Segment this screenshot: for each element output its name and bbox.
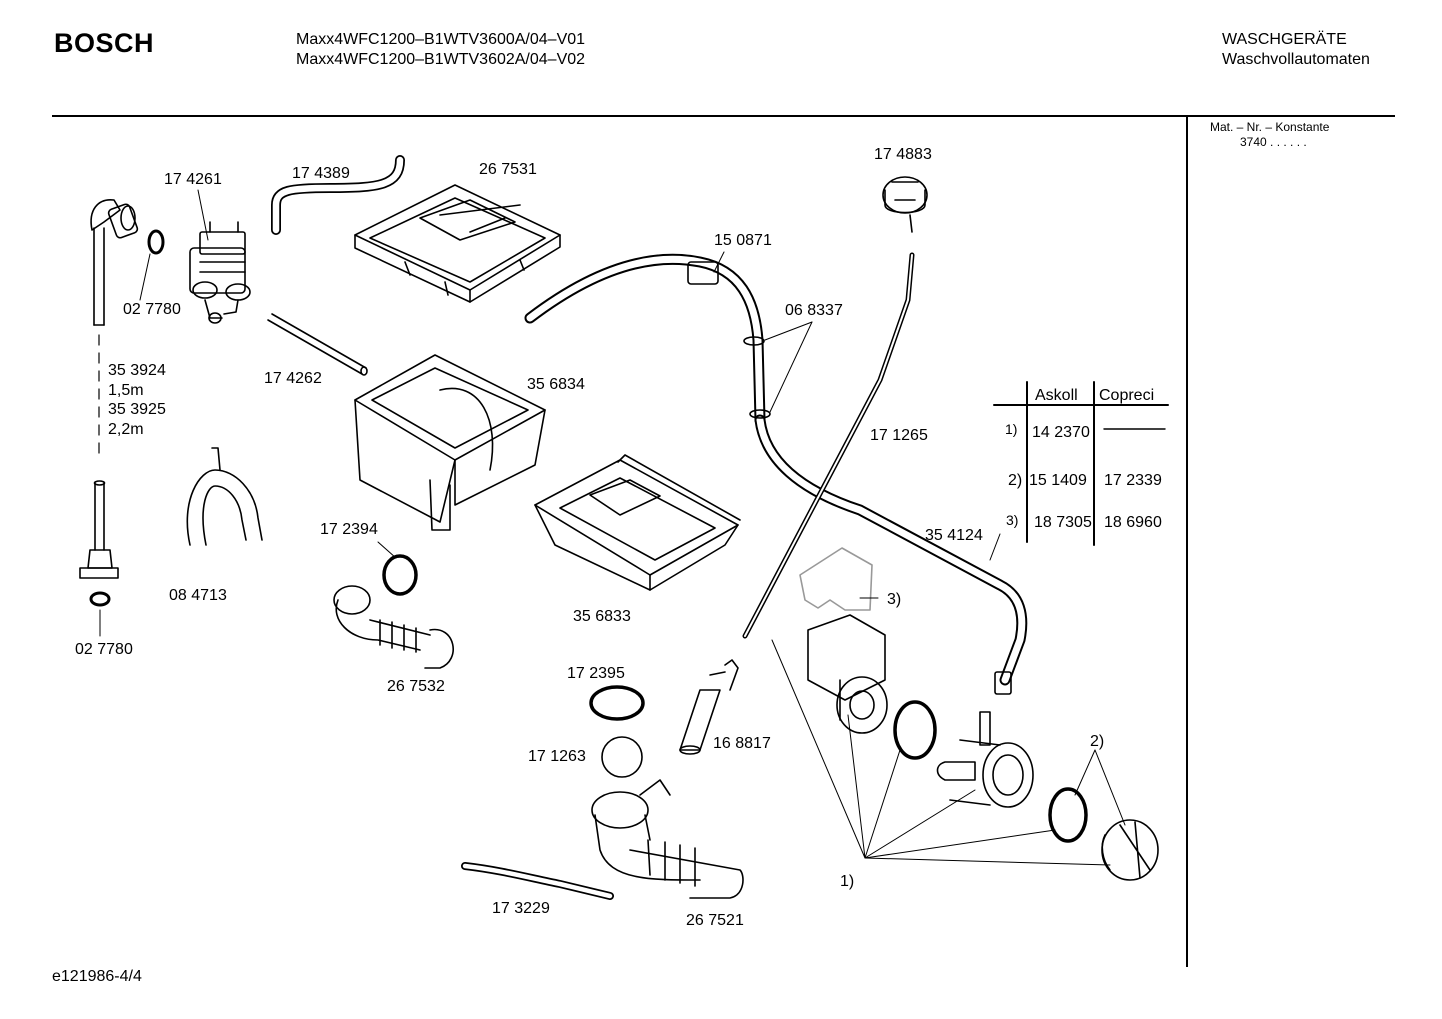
material-note: Mat. – Nr. – Konstante 3740 . . . . . . (1210, 120, 1329, 150)
part-label: 02 7780 (123, 301, 181, 318)
part-label: 17 1265 (870, 427, 928, 444)
float-ball (601, 736, 643, 778)
seal-ring-lower (89, 591, 111, 607)
material-note-line1: Mat. – Nr. – Konstante (1210, 120, 1330, 134)
part-label: 17 2394 (320, 521, 378, 538)
part-label: 08 4713 (169, 587, 227, 604)
model-line-1: Maxx4WFC1200–B1WTV3600A/04–V01 (296, 31, 586, 48)
table-cell-askoll: 14 2370 (1032, 424, 1090, 441)
solenoid-valve (189, 221, 251, 324)
drain-pump (807, 614, 888, 734)
pump-seal (893, 700, 937, 760)
dispenser-lid (354, 184, 561, 303)
lint-filter (1101, 819, 1159, 881)
pump-cover (799, 547, 873, 611)
table-ref: 1) (1005, 421, 1018, 437)
part-label: 2,2m (108, 421, 144, 438)
part-label: 3) (887, 591, 902, 608)
part-label: 26 7521 (686, 912, 744, 929)
material-note-line2: 3740 . . . . . . (1240, 135, 1307, 149)
part-label: 17 1263 (528, 748, 586, 765)
table-header-copreci: Copreci (1099, 387, 1155, 404)
table-ref: 3) (1006, 512, 1019, 528)
part-label: 26 7531 (479, 161, 537, 178)
table-cell-askoll: 15 1409 (1029, 472, 1087, 489)
dispenser-housing (354, 354, 546, 531)
pressure-switch (882, 176, 928, 233)
part-label: 17 4883 (874, 146, 932, 163)
table-ref: 2) (1008, 472, 1023, 489)
pump-housing (936, 711, 1034, 808)
part-label: 17 4262 (264, 370, 322, 387)
part-label: 35 6833 (573, 608, 631, 625)
inlet-hose-lower (79, 480, 119, 579)
document-code: e121986-4/4 (52, 968, 142, 985)
detergent-drawer (534, 454, 741, 591)
part-label: 1,5m (108, 382, 144, 399)
table-cell-askoll: 18 7305 (1034, 514, 1092, 531)
straight-tube (267, 313, 367, 375)
part-label: 35 4124 (925, 527, 983, 544)
filter-seal (1048, 787, 1088, 843)
table-header-askoll: Askoll (1035, 387, 1078, 404)
header-divider (52, 115, 1395, 117)
side-divider (1186, 116, 1188, 967)
sump-hose-26-7521 (591, 779, 744, 899)
brand-logo: BOSCH (54, 28, 155, 58)
model-line-2: Maxx4WFC1200–B1WTV3602A/04–V02 (296, 51, 586, 68)
part-label: 15 0871 (714, 232, 772, 249)
part-table-grid (993, 381, 1169, 546)
seal-ring-upper (147, 229, 165, 255)
bellows-hose-26-7532 (333, 585, 454, 669)
callout-lines (771, 533, 1126, 866)
u-bracket (186, 469, 263, 546)
part-label: 06 8337 (785, 302, 843, 319)
part-label: 35 3924 (108, 362, 166, 379)
part-label: 17 3229 (492, 900, 550, 917)
table-cell-copreci: 17 2339 (1104, 472, 1162, 489)
part-label: 17 4261 (164, 171, 222, 188)
category-title: WASCHGERÄTE (1222, 31, 1347, 48)
part-label: 35 6834 (527, 376, 585, 393)
inlet-hose-elbow (90, 199, 139, 326)
part-label: 1) (840, 873, 855, 890)
seal-ring-17-2394 (382, 554, 418, 596)
category-subtitle: Waschvollautomaten (1222, 51, 1370, 68)
part-label: 16 8817 (713, 735, 771, 752)
dispenser-hose (524, 253, 1028, 695)
pressure-chamber (679, 659, 739, 755)
part-label: 17 2395 (567, 665, 625, 682)
table-cell-copreci: 18 6960 (1104, 514, 1162, 531)
part-label: 02 7780 (75, 641, 133, 658)
seal-ring-17-2395 (589, 685, 645, 721)
part-label: 26 7532 (387, 678, 445, 695)
part-label: 35 3925 (108, 401, 166, 418)
part-label: 2) (1090, 733, 1105, 750)
part-label: 17 4389 (292, 165, 350, 182)
